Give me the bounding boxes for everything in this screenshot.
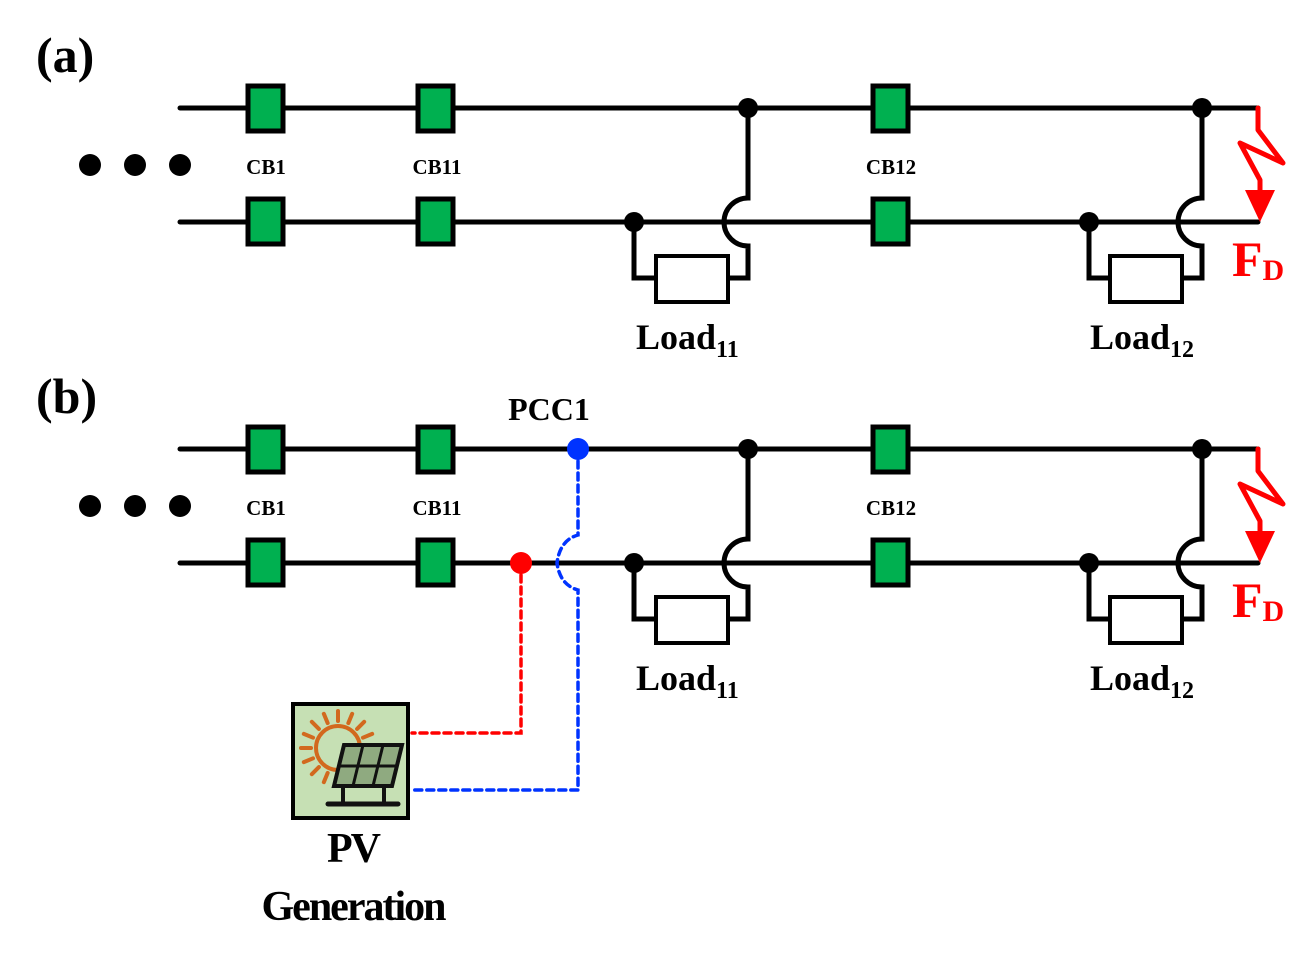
load-12-resistor — [1108, 254, 1184, 304]
sun-ray — [309, 719, 321, 731]
load-11-resistor — [654, 254, 730, 304]
fault-arrow-icon — [1245, 531, 1275, 563]
sun-ray — [346, 711, 355, 726]
ellipsis-dots — [79, 495, 191, 517]
breaker-cb12-top — [870, 83, 911, 134]
fault-arrow-icon — [1245, 190, 1275, 222]
pv-connection-node — [510, 552, 532, 574]
cb11-label: CB11 — [412, 496, 461, 520]
breaker-cb1-bottom — [245, 537, 286, 588]
sun-ray — [301, 731, 316, 740]
cb1-label: CB1 — [246, 496, 286, 520]
load-11-label: Load11 — [636, 658, 739, 704]
cb12-label: CB12 — [866, 496, 916, 520]
load-12: Load12 — [1079, 98, 1212, 363]
fault-symbol: FD — [1232, 446, 1286, 628]
load-12-label: Load12 — [1090, 317, 1194, 363]
load-11-resistor — [654, 595, 730, 645]
panel-a: (a) CB1 CB11 CB12 Load11 — [36, 27, 1286, 363]
pcc1-node — [567, 438, 589, 460]
generation-label: Generation — [262, 884, 447, 930]
breaker-cb12-top — [870, 424, 911, 475]
sun-ray — [360, 731, 375, 740]
breaker-cb1-top — [245, 83, 286, 134]
load-12-resistor — [1108, 595, 1184, 645]
fault-label: FD — [1232, 231, 1284, 287]
pv-generation-unit: PV Generation — [262, 702, 448, 930]
breaker-cb11-top — [415, 424, 456, 475]
load-11-label: Load11 — [636, 317, 739, 363]
cb11-label: CB11 — [412, 155, 461, 179]
fault-symbol: FD — [1232, 105, 1286, 287]
cb12-label: CB12 — [866, 155, 916, 179]
sun-ray — [321, 770, 330, 785]
pcc1-label: PCC1 — [508, 391, 590, 427]
breaker-cb11-top — [415, 83, 456, 134]
sun-ray — [301, 756, 316, 765]
pv-label: PV — [327, 826, 381, 872]
load-12: Load12 — [1079, 439, 1212, 704]
panel-b-label: (b) — [36, 368, 97, 424]
panel-b: (b) CB1 CB11 CB12 PCC1 Lo — [36, 368, 1286, 930]
solar-panel-icon — [325, 743, 405, 807]
breaker-cb11-bottom — [415, 537, 456, 588]
breaker-cb12-bottom — [870, 537, 911, 588]
breaker-cb1-bottom — [245, 196, 286, 247]
breaker-cb11-bottom — [415, 196, 456, 247]
ellipsis-dots — [79, 154, 191, 176]
panel-a-label: (a) — [36, 27, 94, 83]
fault-label: FD — [1232, 572, 1284, 628]
load-11: Load11 — [624, 439, 758, 704]
load-12-label: Load12 — [1090, 658, 1194, 704]
cb1-label: CB1 — [246, 155, 286, 179]
pv-connection-line — [410, 561, 523, 735]
load-11: Load11 — [624, 98, 758, 363]
breaker-cb1-top — [245, 424, 286, 475]
breaker-cb12-bottom — [870, 196, 911, 247]
sun-ray — [309, 765, 321, 777]
sun-ray — [321, 711, 330, 726]
sun-ray — [355, 719, 367, 731]
pcc-communication-line — [410, 447, 580, 792]
